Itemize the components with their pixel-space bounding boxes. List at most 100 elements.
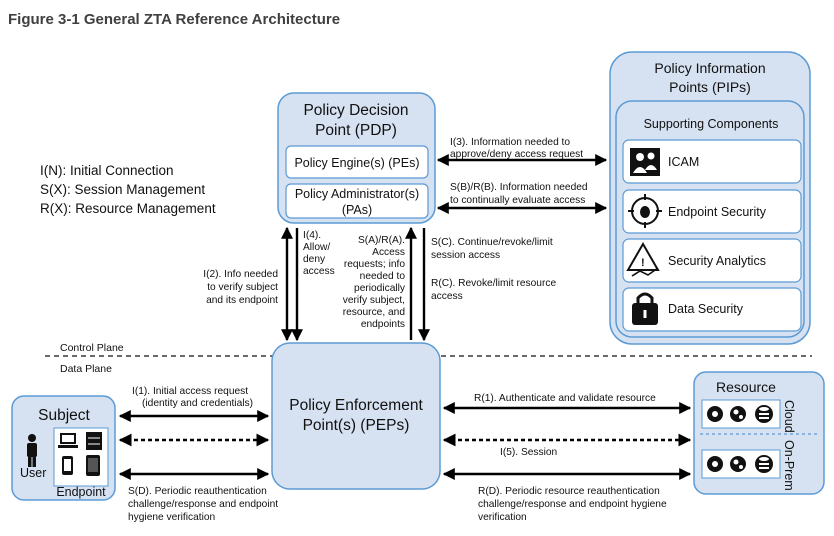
resource-title: Resource bbox=[716, 379, 776, 395]
pdp-box: Policy Decision Point (PDP) Policy Engin… bbox=[277, 92, 436, 224]
subject-box: Subject User Endpoint bbox=[11, 395, 116, 501]
svg-text:R(D). Periodic resource reauth: R(D). Periodic resource reauthentication bbox=[478, 486, 660, 497]
onprem-database-icon bbox=[755, 455, 773, 473]
svg-text:I(1). Initial access request: I(1). Initial access request bbox=[132, 386, 248, 397]
svg-text:deny: deny bbox=[303, 254, 326, 265]
svg-text:Allow/: Allow/ bbox=[303, 242, 330, 253]
svg-text:challenge/response and endpoin: challenge/response and endpoint hygiene bbox=[478, 499, 667, 510]
supporting-components-title: Supporting Components bbox=[644, 117, 779, 131]
svg-text:I(5). Session: I(5). Session bbox=[500, 447, 557, 458]
svg-text:challenge/response and endpoin: challenge/response and endpoint bbox=[128, 499, 278, 510]
policy-admin-box bbox=[285, 183, 429, 219]
policy-engine-label: Policy Engine(s) (PEs) bbox=[294, 156, 419, 170]
warning-analytics-icon: ! bbox=[626, 241, 660, 277]
svg-text:to continually evaluate access: to continually evaluate access bbox=[450, 195, 585, 206]
cloud-label: Cloud bbox=[782, 400, 796, 433]
svg-text:I(4).: I(4). bbox=[303, 230, 321, 241]
pip-title-1: Policy Information bbox=[654, 60, 765, 76]
svg-text:verify subject,: verify subject, bbox=[343, 295, 405, 306]
svg-text:access: access bbox=[431, 291, 463, 302]
pep-title-1: Policy Enforcement bbox=[289, 397, 423, 414]
icam-label: ICAM bbox=[668, 155, 699, 169]
svg-text:endpoints: endpoints bbox=[361, 319, 405, 330]
tablet-icon bbox=[86, 455, 100, 476]
svg-text:hygiene verification: hygiene verification bbox=[128, 512, 215, 523]
endpoint-security-label: Endpoint Security bbox=[668, 205, 767, 219]
svg-text:R(C). Revoke/limit resource: R(C). Revoke/limit resource bbox=[431, 278, 556, 289]
label-sd: S(D). Periodic reauthentication challeng… bbox=[128, 486, 278, 523]
svg-text:needed to: needed to bbox=[360, 271, 406, 282]
legend-initial: I(N): Initial Connection bbox=[40, 163, 174, 178]
svg-text:(identity and credentials): (identity and credentials) bbox=[142, 398, 253, 409]
control-plane-label: Control Plane bbox=[60, 342, 124, 354]
cloud-database-icon bbox=[755, 405, 773, 423]
pep-box: Policy Enforcement Point(s) (PEPs) bbox=[271, 342, 441, 490]
pip-title-2: Points (PIPs) bbox=[669, 79, 751, 95]
svg-text:S(C). Continue/revoke/limit: S(C). Continue/revoke/limit bbox=[431, 237, 553, 248]
cloud-gear-icon bbox=[707, 406, 723, 422]
onprem-gears-icon bbox=[730, 456, 746, 472]
pip-box: Policy Information Points (PIPs) Support… bbox=[609, 51, 811, 345]
label-sara: S(A)/R(A). Access requests; info needed … bbox=[343, 235, 406, 330]
security-analytics-label: Security Analytics bbox=[668, 254, 766, 268]
data-plane-label: Data Plane bbox=[60, 363, 112, 375]
icam-box bbox=[622, 139, 802, 184]
label-sbrb: S(B)/R(B). Information needed to continu… bbox=[450, 182, 588, 206]
lock-icon bbox=[632, 292, 658, 325]
security-analytics-box bbox=[622, 238, 802, 283]
label-rc: R(C). Revoke/limit resource access bbox=[431, 278, 556, 302]
pdp-title-1: Policy Decision bbox=[303, 102, 408, 119]
svg-text:approve/deny access request: approve/deny access request bbox=[450, 149, 583, 160]
phone-icon bbox=[62, 456, 73, 475]
onprem-label: On-Prem bbox=[782, 440, 796, 491]
server-icon bbox=[86, 432, 102, 450]
svg-text:requests; info: requests; info bbox=[344, 259, 405, 270]
resource-box: Resource Cloud On-Prem bbox=[693, 371, 825, 495]
svg-text:S(D). Periodic reauthenticatio: S(D). Periodic reauthentication bbox=[128, 486, 267, 497]
figure-title: Figure 3-1 General ZTA Reference Archite… bbox=[8, 11, 340, 28]
legend: I(N): Initial Connection S(X): Session M… bbox=[40, 163, 216, 216]
bug-target-icon bbox=[628, 194, 662, 228]
svg-text:and its endpoint: and its endpoint bbox=[206, 295, 278, 306]
icam-icon bbox=[630, 148, 660, 176]
subject-title: Subject bbox=[38, 407, 90, 424]
svg-text:resource, and: resource, and bbox=[343, 307, 406, 318]
label-rd: R(D). Periodic resource reauthentication… bbox=[478, 486, 667, 523]
svg-text:R(1). Authenticate and validat: R(1). Authenticate and validate resource bbox=[474, 393, 656, 404]
svg-text:S(A)/R(A).: S(A)/R(A). bbox=[358, 235, 405, 246]
label-i5: I(5). Session bbox=[500, 447, 557, 458]
label-sc: S(C). Continue/revoke/limit session acce… bbox=[431, 237, 553, 261]
label-i2: I(2). Info needed to verify subject and … bbox=[203, 269, 278, 306]
svg-text:session access: session access bbox=[431, 250, 500, 261]
legend-session: S(X): Session Management bbox=[40, 182, 205, 197]
svg-text:S(B)/R(B). Information needed: S(B)/R(B). Information needed bbox=[450, 182, 588, 193]
onprem-gear-icon bbox=[707, 456, 723, 472]
policy-engine-box bbox=[285, 145, 429, 179]
cloud-gears-icon bbox=[730, 406, 746, 422]
svg-text:!: ! bbox=[641, 257, 645, 269]
data-security-box bbox=[622, 287, 802, 332]
label-i4: I(4). Allow/ deny access bbox=[303, 230, 335, 277]
svg-text:Access: Access bbox=[372, 247, 405, 258]
policy-admin-label-1: Policy Administrator(s) bbox=[295, 187, 419, 201]
legend-resource: R(X): Resource Management bbox=[40, 201, 216, 216]
svg-text:I(2). Info needed: I(2). Info needed bbox=[203, 269, 278, 280]
svg-text:periodically: periodically bbox=[354, 283, 406, 294]
label-i1: I(1). Initial access request (identity a… bbox=[132, 386, 253, 409]
endpoint-security-box bbox=[622, 189, 802, 234]
svg-text:to verify subject: to verify subject bbox=[207, 282, 278, 293]
policy-admin-label-2: (PAs) bbox=[342, 203, 372, 217]
svg-text:access: access bbox=[303, 266, 335, 277]
label-r1: R(1). Authenticate and validate resource bbox=[474, 393, 656, 404]
user-label: User bbox=[20, 466, 46, 480]
svg-text:verification: verification bbox=[478, 512, 527, 523]
user-icon bbox=[27, 434, 37, 467]
pdp-title-2: Point (PDP) bbox=[315, 122, 397, 139]
endpoint-label: Endpoint bbox=[56, 485, 106, 499]
svg-text:I(3). Information needed to: I(3). Information needed to bbox=[450, 137, 570, 148]
laptop-icon bbox=[58, 433, 78, 448]
pep-title-2: Point(s) (PEPs) bbox=[303, 417, 410, 434]
data-security-label: Data Security bbox=[668, 302, 744, 316]
label-i3: I(3). Information needed to approve/deny… bbox=[450, 137, 583, 160]
